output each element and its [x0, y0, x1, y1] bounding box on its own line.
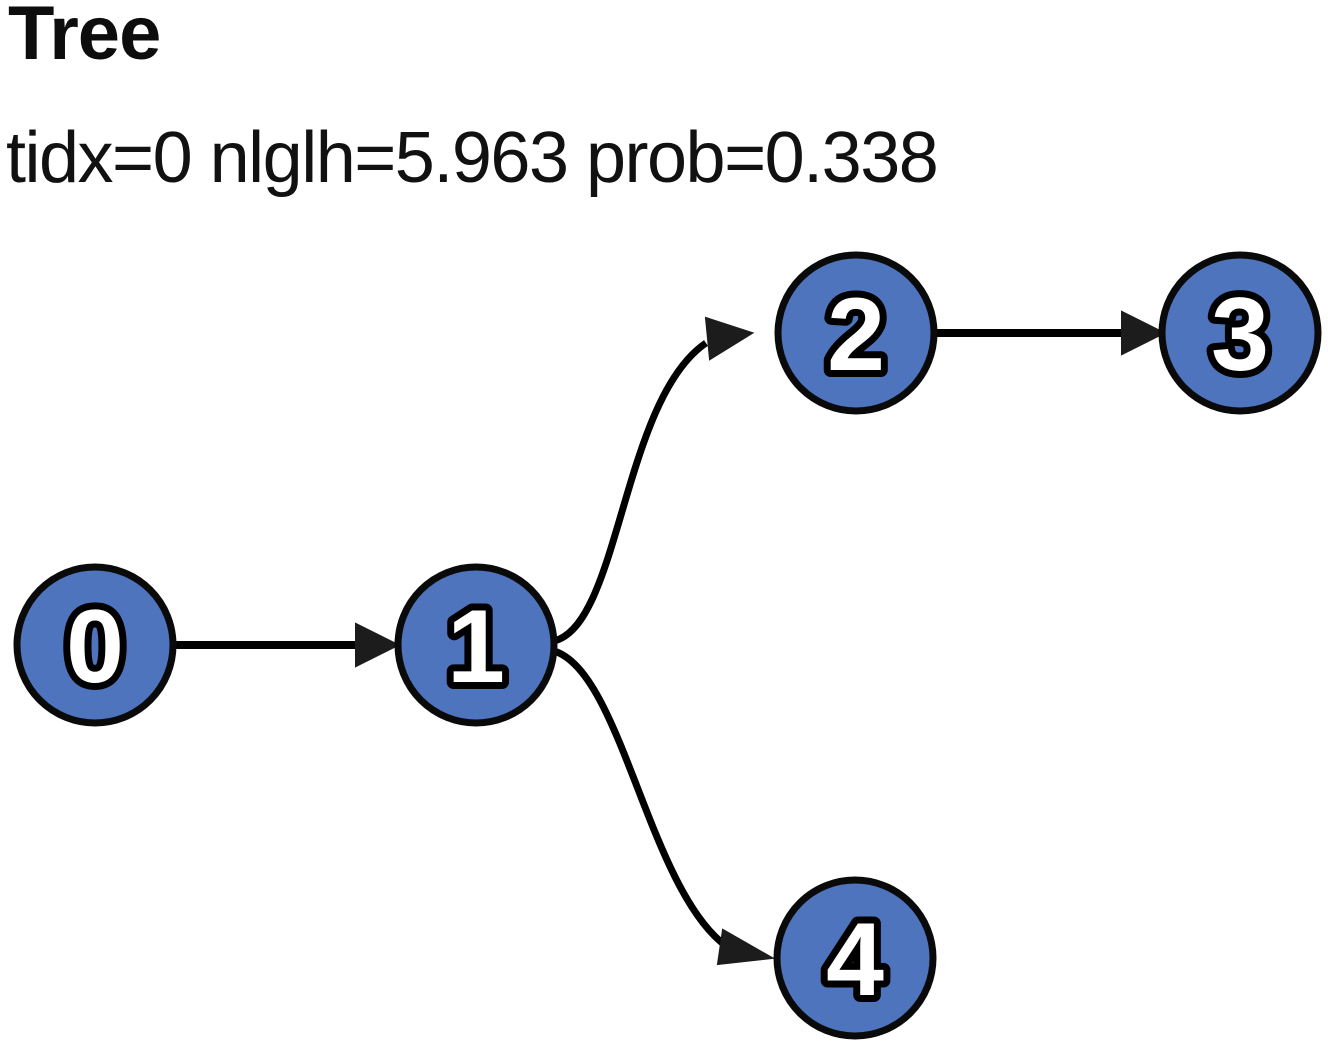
node-circle [1158, 251, 1322, 415]
arrowhead-icon [716, 928, 776, 966]
node-1[interactable]: 1 [394, 563, 558, 727]
node-label: 4 [826, 902, 884, 1018]
node-0[interactable]: 0 [13, 563, 177, 727]
node-label: 0 [66, 589, 124, 705]
edge-line [552, 340, 708, 645]
node-label: 3 [1211, 277, 1269, 393]
page-title: Tree [8, 0, 161, 76]
edge-line [552, 647, 729, 949]
edge-2-to-3[interactable] [934, 310, 1167, 356]
node-label: 2 [827, 277, 885, 393]
figure-subtitle: tidx=0 nlglh=5.963 prob=0.338 [6, 118, 939, 198]
arrowhead-icon [355, 622, 401, 668]
arrowhead-icon [704, 316, 755, 361]
node-label: 1 [447, 589, 505, 705]
edge-1-to-2[interactable] [552, 316, 755, 645]
node-circle [13, 563, 177, 727]
node-circle [773, 876, 937, 1040]
node-group: 0 1 2 3 4 [13, 251, 1322, 1040]
arrowhead-icon [1121, 310, 1167, 356]
edge-group [172, 310, 1167, 966]
edge-0-to-1[interactable] [172, 622, 401, 668]
node-2[interactable]: 2 [774, 251, 938, 415]
node-3[interactable]: 3 [1158, 251, 1322, 415]
edge-1-to-4[interactable] [552, 647, 776, 966]
node-circle [774, 251, 938, 415]
node-4[interactable]: 4 [773, 876, 937, 1040]
node-circle [394, 563, 558, 727]
